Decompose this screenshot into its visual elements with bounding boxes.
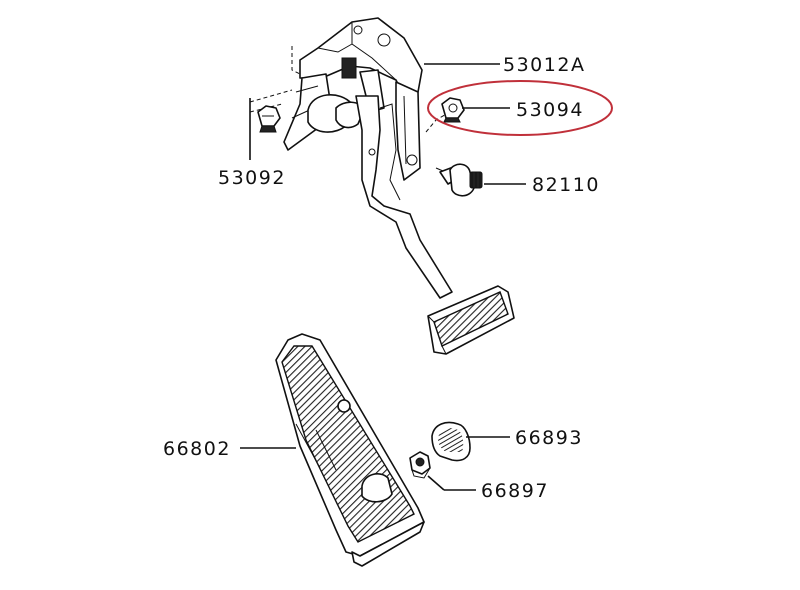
label-66897: 66897 (481, 480, 549, 502)
pedal-stopper-66897-icon (409, 451, 431, 479)
label-53094: 53094 (516, 99, 584, 121)
leader-66897 (427, 475, 445, 491)
label-66802: 66802 (163, 438, 231, 460)
highlight-ellipse (427, 80, 613, 136)
label-53012A: 53012A (503, 54, 585, 76)
pedal-stopper-66893-icon (431, 421, 471, 462)
label-82110: 82110 (532, 174, 600, 196)
nut-53092-icon (257, 105, 281, 133)
stop-lamp-switch-icon (435, 163, 483, 197)
label-66893: 66893 (515, 427, 583, 449)
brake-pedal-bracket (249, 17, 453, 299)
accelerator-pedal (275, 333, 425, 567)
nut-53094-icon (441, 97, 465, 123)
brake-pedal-pad (427, 285, 515, 355)
label-53092: 53092 (218, 167, 286, 189)
